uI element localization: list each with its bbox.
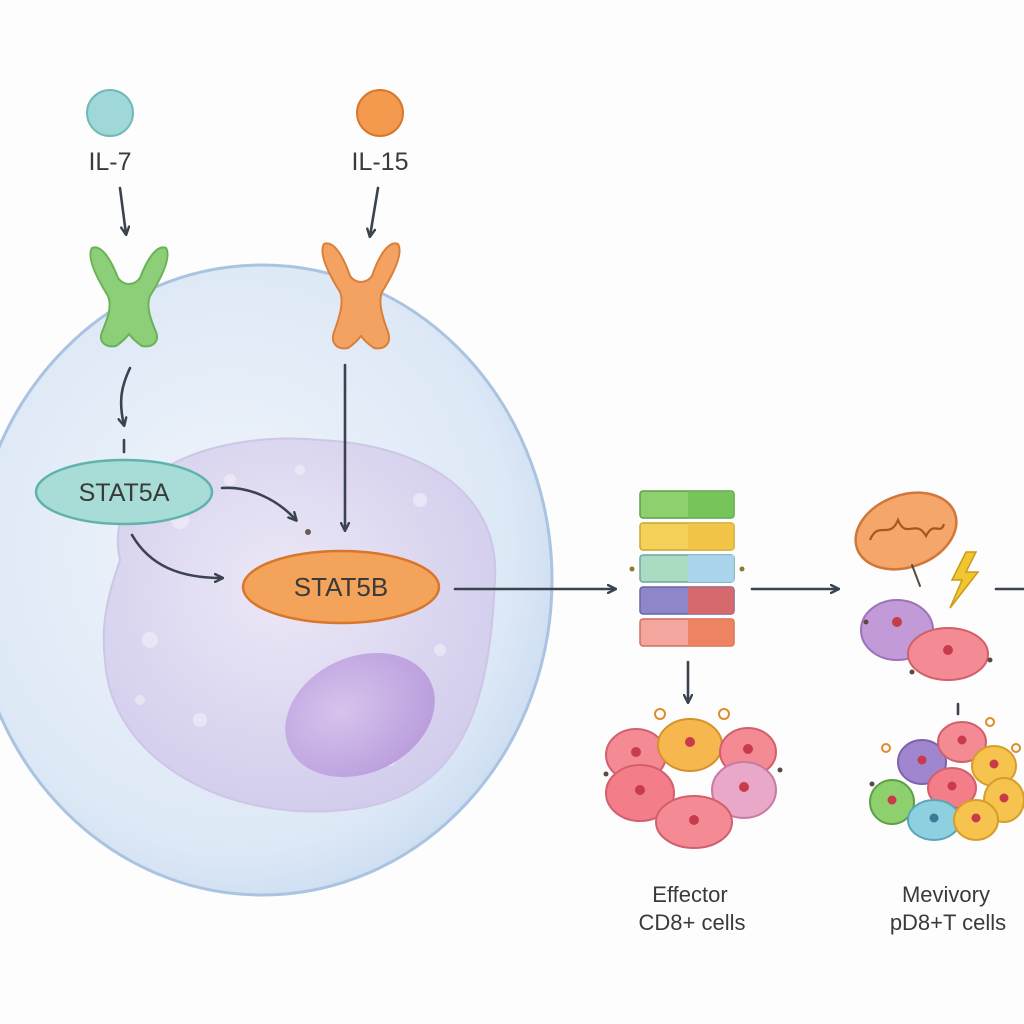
metabolic-cell — [907, 627, 989, 681]
arrow-il7-to-receptor — [118, 186, 126, 234]
stat5a-protein: STAT5A — [34, 458, 214, 526]
memory-label-line1: Mevivory — [902, 882, 990, 907]
memory-cell — [953, 799, 999, 841]
lightning-icon — [949, 551, 980, 609]
arrow-il7-receptor-to-stat5a — [121, 366, 132, 425]
memory-cell — [907, 799, 961, 841]
arrow-stat5a-to-stat5b-upper — [220, 486, 296, 520]
effector-label-line2: CD8+ cells — [639, 910, 746, 935]
effector-cell-cluster — [603, 708, 783, 849]
memory-cell — [937, 721, 987, 763]
stat5a-shape — [34, 458, 214, 526]
il7-ligand: IL-7 — [86, 89, 134, 176]
il15-ligand-circle — [356, 89, 404, 137]
il15-receptor — [321, 242, 401, 350]
stat5-dimer-dot — [305, 529, 311, 535]
arrow-stat5a-to-stat5b-lower — [130, 533, 222, 578]
stat5b-label: STAT5B — [294, 572, 388, 602]
effector-cell — [655, 795, 733, 849]
effector-cell — [711, 761, 777, 819]
gene-stack — [629, 490, 745, 647]
memory-cell — [869, 779, 915, 825]
il15-label: IL-15 — [352, 148, 409, 176]
effector-cell — [605, 764, 675, 822]
il7-ligand-circle — [86, 89, 134, 137]
memory-label-line2: pD8+T cells — [890, 910, 1006, 935]
stat5b-shape — [241, 549, 441, 625]
arrow-il15-to-receptor — [370, 186, 380, 236]
il7-receptor — [89, 246, 169, 348]
il15-ligand: IL-15 — [352, 89, 409, 176]
memory-cell — [897, 739, 947, 785]
effector-label-line1: Effector — [652, 882, 727, 907]
effector-cell — [657, 718, 723, 772]
il7-label: IL-7 — [88, 148, 131, 176]
nucleolus — [285, 652, 435, 778]
stat5b-protein: STAT5B — [241, 549, 441, 625]
stat5a-label: STAT5A — [79, 479, 170, 507]
mitochondrion — [854, 491, 958, 587]
memory-cell-cluster — [869, 717, 1024, 841]
metabolic-cell-pair — [860, 599, 993, 681]
